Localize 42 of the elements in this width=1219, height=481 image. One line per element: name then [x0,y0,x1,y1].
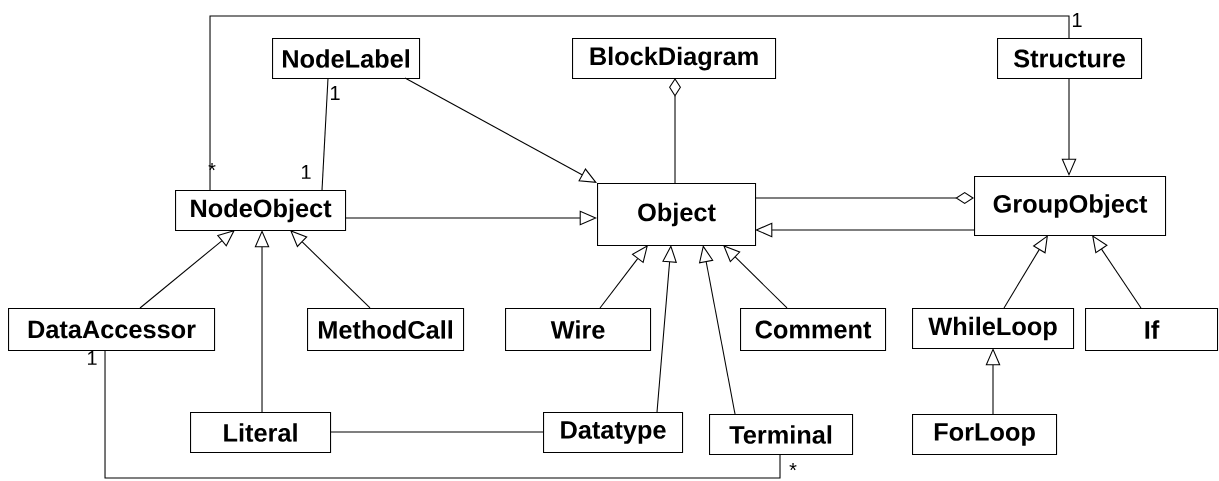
connector [321,77,329,191]
class-box: Datatype [543,412,684,454]
connector [139,230,235,309]
connector [755,222,975,238]
class-box: WhileLoop [912,308,1075,350]
connector [290,230,371,309]
multiplicity-label: * [208,163,216,171]
multiplicity-label: 1 [331,86,340,100]
multiplicity-label: 1 [1072,13,1082,27]
connector [254,230,270,413]
class-box: Structure [997,38,1143,80]
class-box: ForLoop [912,414,1058,456]
connector [1003,235,1048,309]
connector [329,431,544,433]
class-box: If [1085,308,1219,352]
connector [599,245,648,309]
connector [669,78,681,184]
connector [698,245,736,415]
class-box: Literal [190,412,332,454]
multiplicity-label: 1 [88,351,97,365]
class-box: BlockDiagram [572,38,777,80]
connector [404,77,597,183]
multiplicity-label: 1 [302,165,311,179]
connector [754,192,974,204]
connector [209,15,1070,191]
class-box: Object [597,183,757,247]
connector [344,210,597,226]
connector [656,245,677,413]
connector [723,245,788,309]
connector [104,349,781,479]
class-box: DataAccessor [8,308,216,352]
class-box: Comment [740,308,887,352]
class-box: MethodCall [307,308,465,352]
class-box: NodeObject [175,190,347,232]
multiplicity-label: * [789,463,797,471]
connector [1092,235,1142,309]
class-box: GroupObject [974,176,1167,237]
class-box: NodeLabel [272,38,421,80]
class-box: Wire [505,308,652,352]
connector [985,348,1001,415]
connector [1061,77,1077,176]
class-box: Terminal [709,414,854,456]
